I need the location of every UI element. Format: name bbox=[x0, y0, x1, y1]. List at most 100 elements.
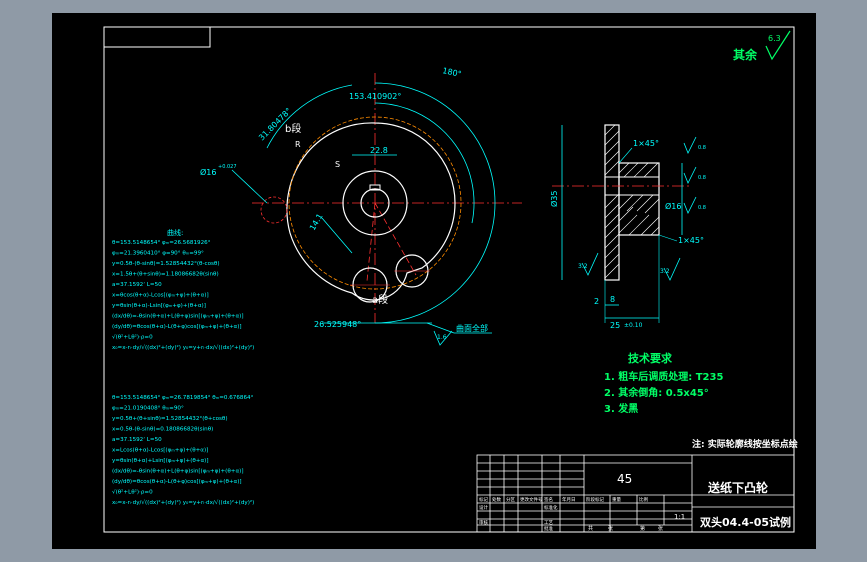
title-block-sheet-cell: 张 bbox=[658, 525, 663, 532]
side-surf-check-icon-4 bbox=[683, 166, 697, 184]
dim-22: 22.8 bbox=[370, 146, 388, 155]
title-block-role-cell: 设计 bbox=[479, 504, 488, 511]
label-b-segment: b段 bbox=[285, 122, 301, 135]
title-block-header-cell: 分区 bbox=[506, 496, 515, 503]
title-block-sheet-cell: 共 bbox=[588, 525, 593, 532]
title-block-header-cell: 更改文件号 bbox=[520, 496, 543, 503]
side-w8: 8 bbox=[610, 295, 615, 304]
title-block-stage-cell: 比例 bbox=[639, 496, 648, 503]
surface-finish-label: 其余 bbox=[733, 47, 758, 62]
formula-2-line: φₘ=21.0190408° θₘ=90° bbox=[112, 406, 184, 412]
keyway bbox=[369, 184, 381, 191]
surface-finish-check-icon bbox=[765, 30, 791, 61]
formula-block-2: θ=153.5148654° φₘ=26.7819854° θₘ=0.67686… bbox=[112, 395, 254, 506]
formula-1-line: x₀=x-rᵢ·dy/√((dx)²+(dy)²) y₀=y+rᵢ·dx/√((… bbox=[112, 344, 254, 351]
formula-1-line: a=37.1592ʼ L=50 bbox=[112, 281, 162, 288]
side-surf-a: 3.2 bbox=[578, 263, 588, 270]
pitch-curve bbox=[288, 116, 462, 290]
side-tol: ±0.10 bbox=[624, 322, 643, 329]
formula-block-1: 曲线: θ=153.5148654° φₘ=26.5681926°φₘ=21.3… bbox=[112, 228, 254, 351]
surface-finish-value: 6.3 bbox=[768, 34, 781, 43]
formula-1-line: y=θsin(θ+α)-Lsin[(φₘ+φ)+(θ+α)] bbox=[112, 303, 206, 309]
title-block-role-cell: 标准化 bbox=[544, 504, 558, 511]
formula-2-line: x₀=x-rᵢ·dy/√((dx)²+(dy)²) y₀=y+rᵢ·dx/√((… bbox=[112, 499, 254, 506]
formula-2-line: θ=153.5148654° φₘ=26.7819854° θₘ=0.67686… bbox=[112, 395, 254, 401]
dim-surf-1-6: 1.6 bbox=[437, 334, 447, 341]
side-small-v1: 0.8 bbox=[698, 145, 706, 151]
formula-1-line: √(θ²+Lθ²)·ρ=0 bbox=[112, 334, 153, 341]
formula-1-line: y=0.5θ-(θ-sinθ)=1.52854432°(θ-cosθ) bbox=[112, 261, 220, 267]
bore bbox=[360, 188, 390, 218]
formula-2-line: (dy/dθ)=θcos(θ+α)-L(θ+φ)cos[(φₘ+φ)+(θ+α)… bbox=[112, 479, 242, 485]
outer-frame bbox=[103, 26, 795, 533]
hub-outer bbox=[342, 170, 408, 236]
cam-outline bbox=[286, 122, 456, 301]
side-surf-check-icon-2 bbox=[663, 257, 681, 281]
title-block-sheet-cell: 第 bbox=[640, 525, 645, 532]
title-block-header-cell: 标记 bbox=[479, 496, 488, 503]
label-a-segment: a段 bbox=[372, 293, 388, 306]
ref-leader bbox=[231, 169, 268, 204]
dim-line-14 bbox=[321, 217, 353, 254]
tech-item-2: 2. 其余倒角: 0.5x45° bbox=[604, 386, 709, 399]
title-block-stage-cell: 重量 bbox=[612, 496, 621, 503]
side-hatch bbox=[604, 124, 660, 279]
tech-title: 技术要求 bbox=[628, 351, 673, 365]
material-text: 45 bbox=[617, 472, 632, 486]
formula-1-line: (dy/dθ)=θcos(θ+α)-L(θ+φ)cos[(φₘ+φ)+(θ+α)… bbox=[112, 324, 242, 330]
dim-tol-16: +0.027 bbox=[218, 164, 237, 170]
formula-1-line: x=θcos(θ+α)-Lcos[(φₘ+φ)+(θ+α)] bbox=[112, 293, 209, 299]
title-block-header-cell: 签名 bbox=[544, 496, 553, 503]
face-leader bbox=[426, 322, 455, 334]
front-view: 180° 153.410902° 31.80478° Ø16 +0.027 22… bbox=[200, 66, 522, 346]
side-surf-check-icon-5 bbox=[683, 196, 697, 214]
side-w25: 25 bbox=[610, 321, 620, 330]
title-block-headers: 标记处数分区更改文件号签名年月日设计标准化审核工艺批准阶段标记重量比例共张第张 bbox=[479, 496, 663, 532]
formula-2-line: (dx/dθ)=-θsin(θ+α)+L(θ+φ)sin[(φₘ+φ)+(θ+α… bbox=[112, 469, 244, 475]
side-surf-b: 3.2 bbox=[660, 268, 670, 275]
formula-1-line: φₘ=21.3960410° φ=90° θₘ=99° bbox=[112, 251, 204, 257]
side-small-v2: 0.8 bbox=[698, 175, 706, 181]
drawing-number-text: 双头04.4-05试例 bbox=[700, 515, 791, 529]
arc-31-dim bbox=[266, 84, 353, 149]
drawing-note: 注: 实际轮廓线按坐标点绘 bbox=[692, 438, 798, 450]
title-block-sheet-cell: 张 bbox=[608, 525, 613, 532]
formula-2-line: y=θsin(θ+α)+Lsin[(φₘ+φ)+(θ+α)] bbox=[112, 458, 209, 464]
title-block-role-cell: 审核 bbox=[479, 519, 488, 526]
formula-2-line: x=Lcos(θ+α)-Lcos[(φₘ+φ)+(θ+α)] bbox=[112, 448, 208, 454]
drawing-sheet: 其余 6.3 bbox=[52, 13, 816, 549]
title-block-header-cell: 年月日 bbox=[562, 496, 576, 503]
surface-finish-symbol: 其余 6.3 bbox=[733, 30, 791, 62]
tech-item-3: 3. 发黑 bbox=[604, 402, 638, 415]
title-block-header-cell: 处数 bbox=[492, 496, 501, 503]
arc-180-dim bbox=[374, 82, 496, 324]
drawing-canvas: 其余 6.3 bbox=[103, 26, 798, 533]
side-view: 1×45° 1×45° Ø35 Ø16 2 8 25 ±0.10 3.2 3.2… bbox=[549, 124, 706, 330]
scale-text: 1:1 bbox=[674, 513, 685, 521]
surf-1-6-check-icon bbox=[433, 330, 453, 346]
formula-1-line: θ=153.5148654° φₘ=26.5681926° bbox=[112, 240, 211, 246]
part-name-text: 送纸下凸轮 bbox=[707, 480, 769, 495]
formula-2-line: y=0.5θ+(θ+sinθ)=1.52854432°(θ+cosθ) bbox=[112, 416, 228, 422]
dim-180: 180° bbox=[442, 66, 463, 79]
formula-2-line: a=37.1592ʼ L=50 bbox=[112, 436, 162, 443]
title-block-role-cell: 批准 bbox=[544, 525, 553, 532]
corner-box bbox=[103, 26, 211, 48]
label-r: R bbox=[295, 140, 301, 149]
title-block bbox=[476, 454, 795, 533]
side-surf-check-icon-1 bbox=[581, 252, 599, 276]
side-chamfer-leader-bottom bbox=[658, 234, 678, 242]
formula-2-line: √(θ²+Lθ²)·ρ=0 bbox=[112, 489, 153, 496]
side-chamfer-top: 1×45° bbox=[633, 139, 659, 148]
tech-requirements: 技术要求 1. 粗车后调质处理: T235 2. 其余倒角: 0.5x45° 3… bbox=[604, 351, 723, 415]
arc-153-dim bbox=[374, 102, 475, 224]
dim-dia-16: Ø16 bbox=[200, 167, 216, 177]
side-w2: 2 bbox=[594, 297, 599, 306]
side-dia-35: Ø35 bbox=[549, 191, 559, 207]
dim-14: 14.1 bbox=[308, 212, 325, 232]
dim-26: 26.525948° bbox=[314, 320, 361, 329]
title-block-role-cell: 工艺 bbox=[544, 520, 553, 526]
ref-circle-left bbox=[260, 196, 288, 224]
dim-153: 153.410902° bbox=[349, 92, 401, 101]
side-surf-check-icon-3 bbox=[683, 136, 697, 154]
